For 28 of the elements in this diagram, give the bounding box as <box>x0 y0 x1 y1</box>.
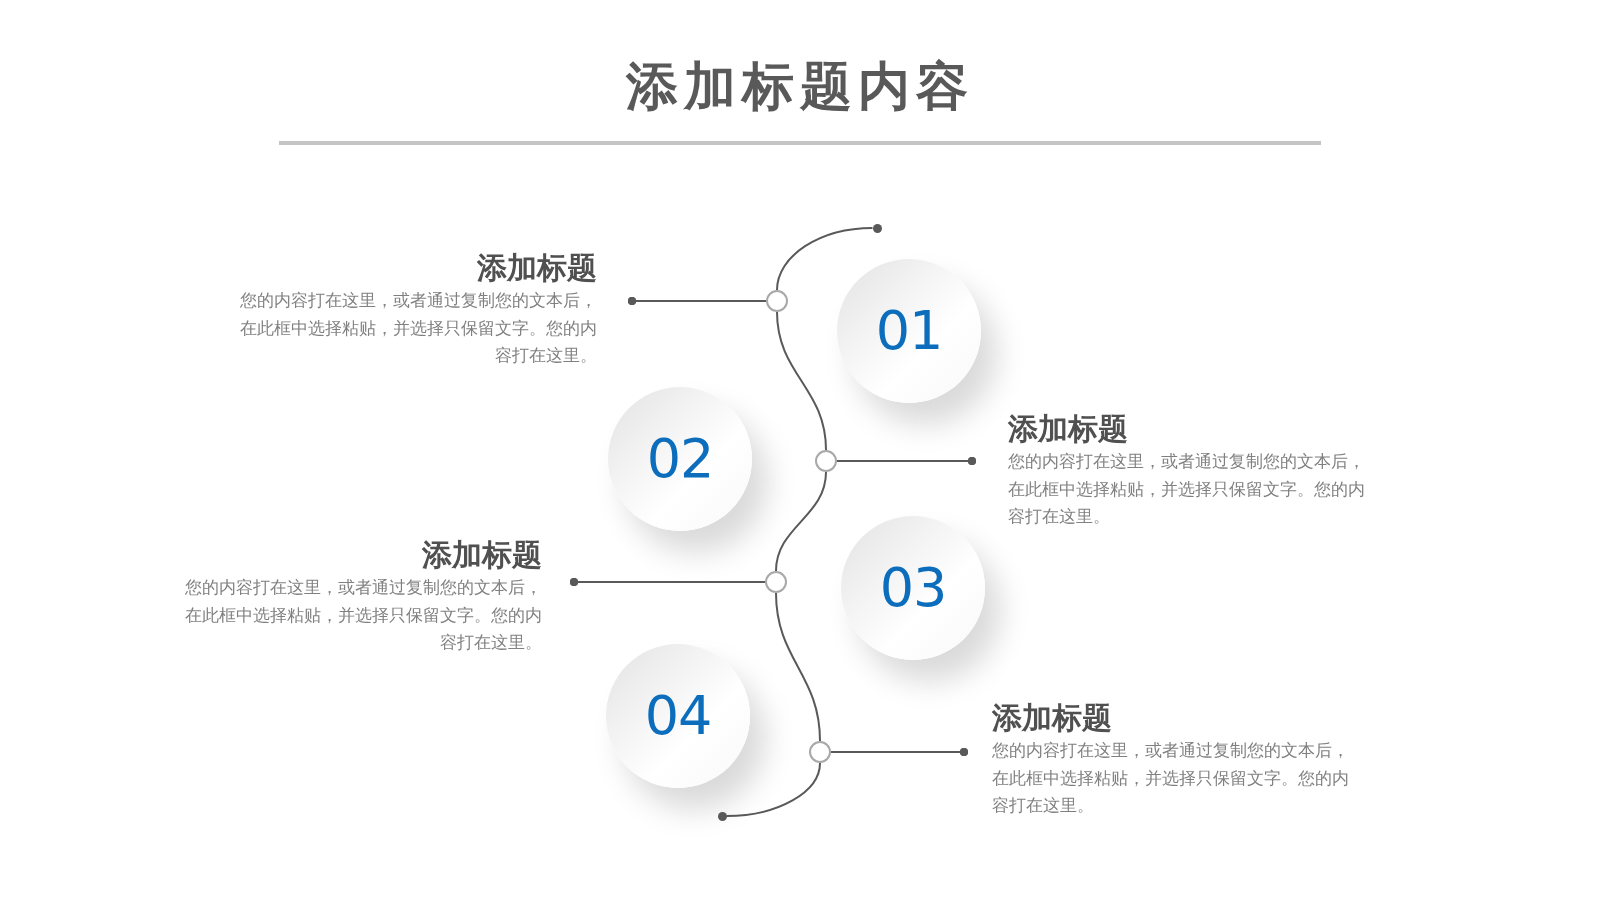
item-heading: 添加标题 <box>1008 411 1128 447</box>
item-description: 您的内容打在这里，或者通过复制您的文本后，在此框中选择粘贴，并选择只保留文字。您的内容打在这里。 <box>184 577 542 654</box>
item-description: 您的内容打在这里，或者通过复制您的文本后，在此框中选择粘贴，并选择只保留文字。您的内容打在这里。 <box>1008 451 1366 528</box>
ring-icon <box>809 741 831 763</box>
leader-line <box>569 577 766 587</box>
step-number: 01 <box>875 301 943 361</box>
step-number: 02 <box>646 429 714 489</box>
step-number: 03 <box>879 558 947 618</box>
item-heading: 添加标题 <box>422 537 542 573</box>
item-description: 您的内容打在这里，或者通过复制您的文本后，在此框中选择粘贴，并选择只保留文字。您的内容打在这里。 <box>992 740 1350 817</box>
timeline-curve <box>725 762 821 817</box>
timeline-curve <box>776 311 827 451</box>
dot-icon <box>717 811 727 821</box>
step-number: 04 <box>644 686 712 746</box>
timeline-curve <box>775 471 827 572</box>
item-heading: 添加标题 <box>477 250 597 286</box>
timeline-curve <box>775 592 821 742</box>
item-description: 您的内容打在这里，或者通过复制您的文本后，在此框中选择粘贴，并选择只保留文字。您的内容打在这里。 <box>239 290 597 367</box>
leader-line <box>627 296 767 306</box>
page-title: 添加标题内容 <box>626 56 974 117</box>
ring-icon <box>766 290 788 312</box>
ring-icon <box>815 450 837 472</box>
dot-icon <box>872 223 882 233</box>
item-heading: 添加标题 <box>992 700 1112 736</box>
ring-icon <box>765 571 787 593</box>
leader-line <box>836 456 977 466</box>
leader-line <box>830 747 969 757</box>
timeline-curve <box>776 227 874 291</box>
